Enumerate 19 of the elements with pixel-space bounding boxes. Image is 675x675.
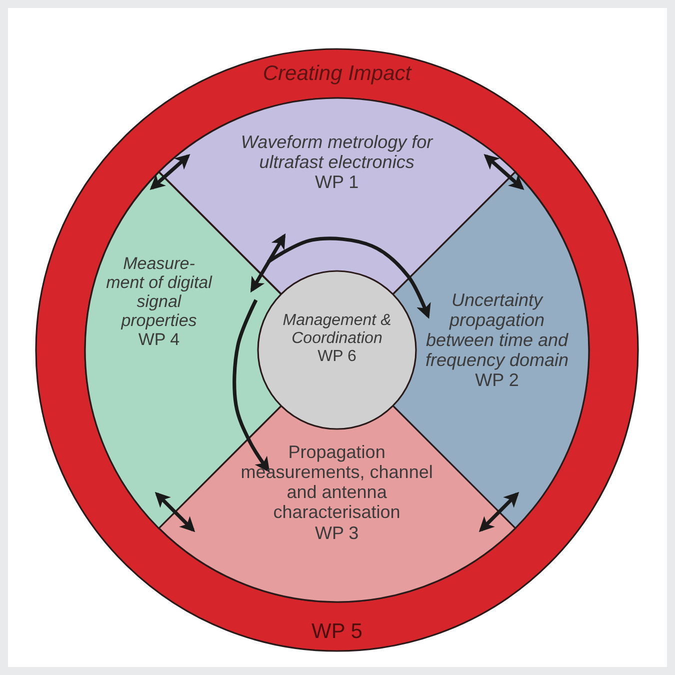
- work-package-title: Uncertainty propagation between time and frequency domain: [424, 290, 570, 370]
- arrow: [250, 233, 286, 293]
- arrow: [267, 236, 431, 319]
- arrow: [484, 154, 524, 190]
- work-package-title: Propagation measurements, channel and antenna characterisation: [240, 442, 434, 523]
- arrow: [154, 492, 196, 532]
- work-package-title: Management & Coordination: [282, 312, 392, 348]
- work-package-title: Waveform metrology for ultrafast electronics: [240, 132, 434, 172]
- arrow: [478, 492, 520, 532]
- arrow: [150, 154, 190, 190]
- arrow: [232, 299, 270, 472]
- work-package-title: Measure- ment of digital signal properties: [105, 254, 213, 330]
- work-package-label: WP 3: [314, 522, 360, 543]
- work-package-label: WP 4: [137, 330, 181, 349]
- ring-title: Creating Impact: [262, 62, 413, 86]
- work-package-label: WP 5: [310, 620, 364, 644]
- work-package-label: WP 6: [316, 348, 358, 366]
- work-package-label: WP 2: [474, 370, 520, 391]
- work-package-label: WP 1: [314, 172, 360, 192]
